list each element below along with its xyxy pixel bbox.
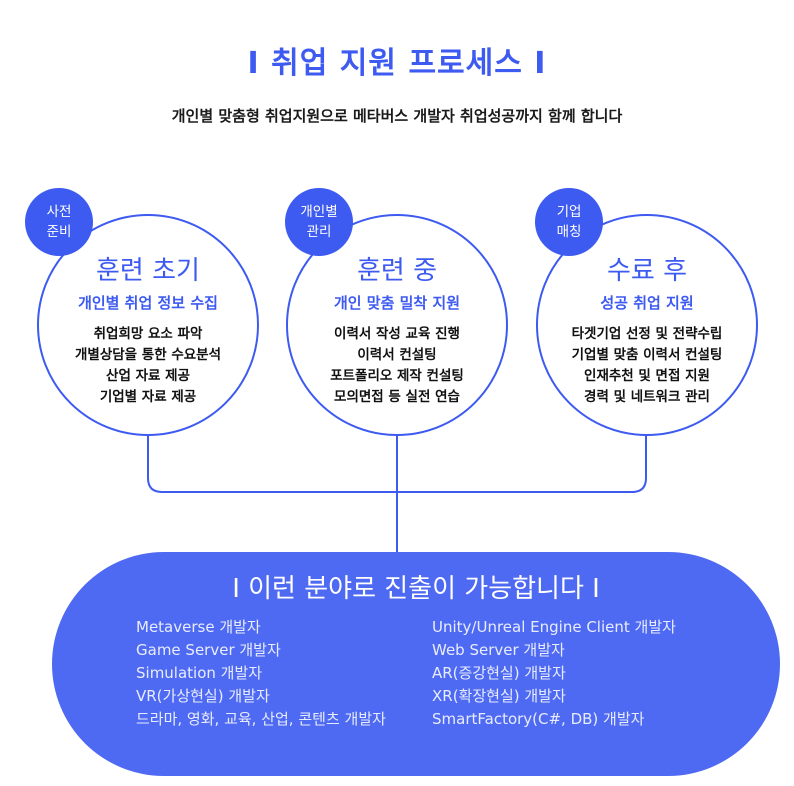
badge-line: 매칭 [556, 224, 582, 240]
stage-circle-during: 훈련 중 개인 맞춤 밀착 지원 이력서 작성 교육 진행 이력서 컨설팅 포트… [286, 214, 508, 436]
stage-circle-early: 훈련 초기 개인별 취업 정보 수집 취업희망 요소 파악 개별상담을 통한 수… [37, 214, 259, 436]
career-field-item: Metaverse 개발자 [136, 618, 261, 636]
stage-item: 개별상담을 통한 수요분석 [74, 347, 222, 363]
career-field-item: XR(확장현실) 개발자 [432, 687, 566, 705]
stage-items: 이력서 작성 교육 진행 이력서 컨설팅 포트폴리오 제작 컨설팅 모의면접 등… [288, 324, 506, 408]
stage-badge-manage: 개인별 관리 [285, 188, 353, 256]
page-subtitle: 개인별 맞춤형 취업지원으로 메타버스 개발자 취업성공까지 함께 합니다 [171, 107, 623, 125]
career-field-item: Web Server 개발자 [432, 641, 565, 659]
stage-item: 이력서 컨설팅 [357, 347, 437, 363]
career-fields-panel: I 이런 분야로 진출이 가능합니다 I Metaverse 개발자 Game … [52, 552, 780, 776]
stage-subtitle: 개인 맞춤 밀착 지원 [333, 294, 461, 312]
stage-item: 인재추천 및 면접 지원 [584, 368, 710, 384]
stage-item: 타겟기업 선정 및 전략수립 [571, 326, 723, 342]
stage-title: 수료 후 [606, 256, 688, 286]
career-field-item: Game Server 개발자 [136, 641, 281, 659]
career-field-item: Unity/Unreal Engine Client 개발자 [432, 618, 676, 636]
stage-items: 취업희망 요소 파악 개별상담을 통한 수요분석 산업 자료 제공 기업별 자료… [39, 324, 257, 408]
stage-title: 훈련 초기 [96, 256, 200, 286]
career-field-item: 드라마, 영화, 교육, 산업, 콘텐츠 개발자 [136, 710, 386, 728]
stage-item: 포트폴리오 제작 컨설팅 [330, 368, 464, 384]
career-field-item: VR(가상현실) 개발자 [136, 687, 270, 705]
career-fields-right-list: Unity/Unreal Engine Client 개발자 Web Serve… [432, 616, 676, 731]
career-field-item: AR(증강현실) 개발자 [432, 664, 566, 682]
stage-item: 기업별 자료 제공 [99, 389, 197, 405]
stage-item: 이력서 작성 교육 진행 [334, 326, 460, 342]
stage-title: 훈련 중 [356, 256, 438, 286]
stage-item: 모의면접 등 실전 연습 [334, 389, 460, 405]
stage-items: 타겟기업 선정 및 전략수립 기업별 맞춤 이력서 컨설팅 인재추천 및 면접 … [538, 324, 756, 408]
stage-item: 취업희망 요소 파악 [93, 326, 203, 342]
badge-line: 사전 [46, 204, 72, 220]
career-fields-title: I 이런 분야로 진출이 가능합니다 I [232, 574, 600, 604]
badge-line: 준비 [46, 224, 72, 240]
stage-badge-match: 기업 매칭 [535, 188, 603, 256]
career-fields-left-list: Metaverse 개발자 Game Server 개발자 Simulation… [136, 616, 386, 731]
stage-item: 기업별 맞춤 이력서 컨설팅 [571, 347, 723, 363]
career-field-item: Simulation 개발자 [136, 664, 263, 682]
stage-subtitle: 개인별 취업 정보 수집 [78, 294, 218, 312]
page-title: I 취업 지원 프로세스 I [247, 46, 547, 81]
badge-line: 관리 [306, 224, 332, 240]
badge-line: 개인별 [300, 204, 338, 220]
stage-badge-prep: 사전 준비 [25, 188, 93, 256]
stage-subtitle: 성공 취업 지원 [600, 294, 694, 312]
stage-item: 산업 자료 제공 [106, 368, 190, 384]
stage-item: 경력 및 네트워크 관리 [584, 389, 710, 405]
career-field-item: SmartFactory(C#, DB) 개발자 [432, 710, 645, 728]
badge-line: 기업 [556, 204, 582, 220]
